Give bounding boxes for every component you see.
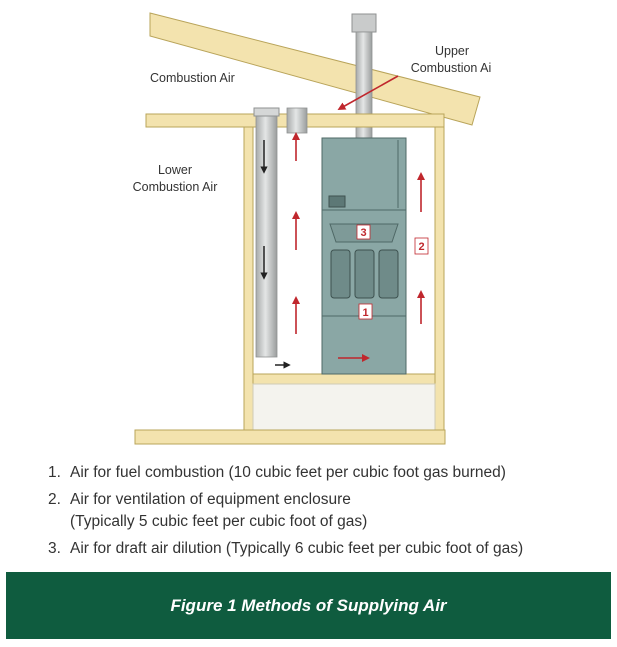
flue-vent-cap: [351, 13, 377, 33]
list-text: Air for draft air dilution (Typically 6 …: [70, 540, 524, 557]
label-lower-line2: Combustion Air: [133, 180, 218, 194]
list-index: 3.: [48, 540, 61, 557]
platform-base: [252, 383, 436, 431]
list-item: 1. Air for fuel combustion (10 cubic fee…: [48, 462, 608, 484]
list-index: 2.: [48, 491, 61, 508]
air-requirements-list: 1. Air for fuel combustion (10 cubic fee…: [48, 462, 608, 565]
burner-middle: [354, 249, 375, 299]
marker-1: 1: [362, 307, 368, 319]
lower-air-duct: [255, 113, 278, 358]
right-wall: [434, 126, 445, 431]
label-upper-line2: Combustion Ai: [411, 61, 492, 75]
list-item: 2. Air for ventilation of equipment encl…: [48, 489, 608, 533]
list-text: Air for fuel combustion (10 cubic feet p…: [70, 464, 506, 481]
list-text: Air for ventilation of equipment enclosu…: [70, 491, 351, 508]
arrow-upper-combustion: [337, 75, 399, 110]
floor: [134, 429, 446, 445]
burner-right: [378, 249, 399, 299]
list-index: 1.: [48, 464, 61, 481]
furnace-control-box: [328, 195, 346, 208]
burner-left: [330, 249, 351, 299]
list-text-detail: (Typically 5 cubic feet per cubic foot o…: [70, 513, 368, 530]
label-combustion-air: Combustion Air: [150, 71, 235, 85]
figure-caption: Figure 1 Methods of Supplying Air: [170, 595, 447, 615]
figure-caption-banner: Figure 1 Methods of Supplying Air: [6, 572, 611, 639]
air-supply-diagram: 3 2 1 Combustion Air Upper Combustion Ai…: [133, 12, 492, 445]
upper-air-duct: [286, 107, 308, 134]
left-wall: [243, 126, 254, 431]
list-item: 3. Air for draft air dilution (Typically…: [48, 538, 608, 560]
marker-2: 2: [418, 241, 424, 253]
label-lower-line1: Lower: [158, 163, 192, 177]
lower-air-duct-cap: [253, 107, 280, 117]
platform: [252, 373, 436, 385]
label-upper-line1: Upper: [435, 44, 469, 58]
marker-3: 3: [360, 227, 366, 239]
